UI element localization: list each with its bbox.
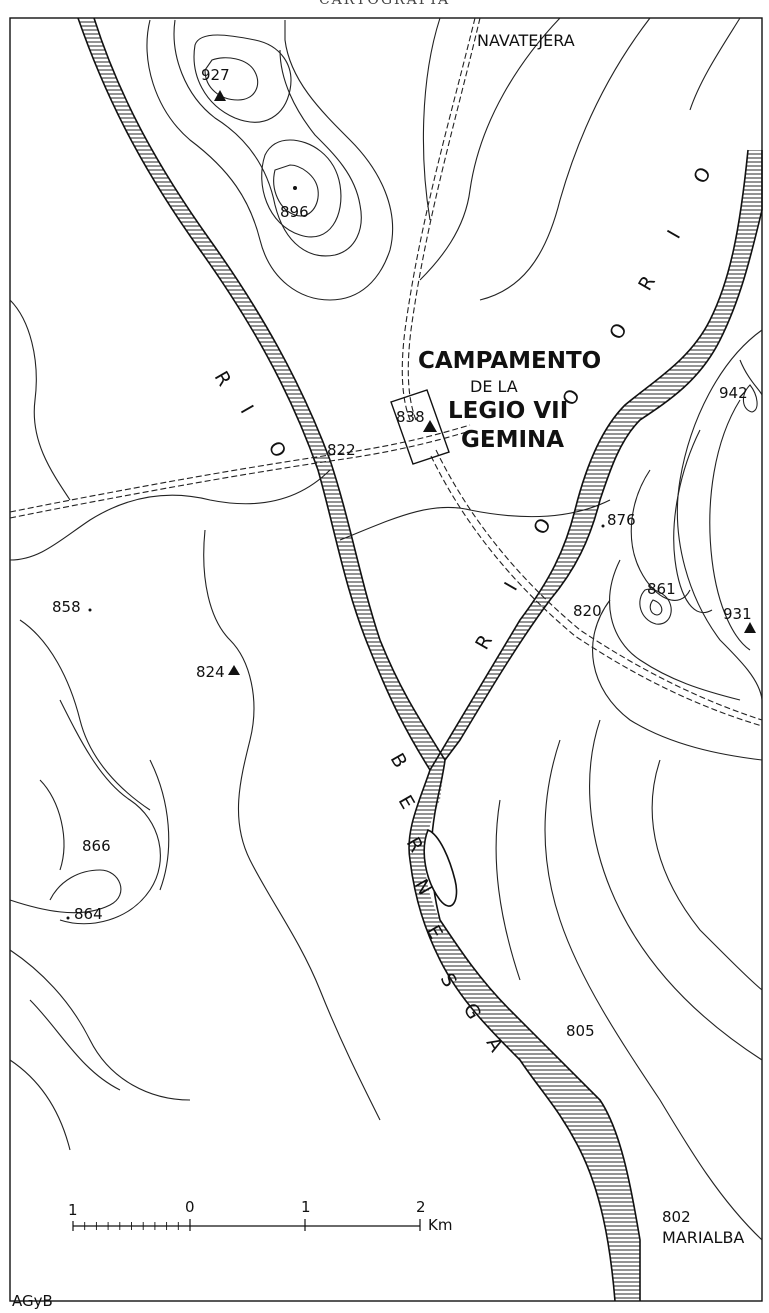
river-bernesga-letter: E — [394, 792, 419, 813]
elev-942: 942 — [719, 384, 748, 402]
elev-805: 805 — [566, 1022, 595, 1040]
elev-824: 824 — [196, 663, 225, 681]
summit-927-icon — [214, 90, 226, 101]
summit-931-icon — [744, 622, 756, 633]
spot-height-896-icon — [293, 186, 297, 190]
camp-label-line2: DE LA — [470, 377, 518, 396]
scale-tick-label: 2 — [416, 1198, 426, 1216]
river-bernesga — [77, 17, 641, 1302]
elev-927: 927 — [201, 66, 230, 84]
river-torio-letter: I — [663, 227, 685, 243]
summit-824-icon — [228, 665, 240, 675]
scale-tick-label: 1 — [68, 1201, 78, 1219]
contour-lines — [9, 17, 763, 1241]
place-navatejera: NAVATEJERA — [477, 31, 575, 50]
elev-861: 861 — [647, 580, 676, 598]
elev-866: 866 — [82, 837, 111, 855]
scale-tick-label: 0 — [185, 1198, 195, 1216]
river-torio-letter: R — [471, 631, 497, 653]
river-label-bernesga-rio: R I O — [210, 368, 291, 462]
elev-858: 858 — [52, 598, 81, 616]
triangulation-icon — [423, 420, 437, 432]
scale-tick-label: 1 — [301, 1198, 311, 1216]
roads — [9, 17, 763, 727]
spot-height-864-icon — [66, 916, 70, 920]
camp-label-line3: LEGIO VII — [448, 398, 568, 424]
river-bernesga-letter: O — [264, 438, 291, 462]
elev-838: 838 — [396, 408, 425, 426]
river-bernesga-letter: I — [236, 402, 258, 418]
camp-label-line1: CAMPAMENTO — [418, 348, 601, 374]
river-bernesga-letter: R — [210, 368, 236, 390]
river-torio — [429, 149, 763, 771]
spot-height-876-icon — [601, 524, 605, 528]
scale-unit: Km — [428, 1216, 452, 1234]
spot-height-858-icon — [88, 608, 92, 612]
river-torio-letter: O — [605, 320, 632, 344]
elev-822: 822 — [327, 441, 356, 459]
elev-802: 802 — [662, 1208, 691, 1226]
river-torio-letter: R — [634, 272, 660, 294]
camp-site — [390, 389, 450, 465]
river-bernesga-letter: A — [482, 1034, 508, 1056]
elev-896: 896 — [280, 203, 309, 221]
elev-864: 864 — [74, 905, 103, 923]
place-marialba: MARIALBA — [662, 1228, 744, 1247]
scale-bar: 1 0 1 2 Km — [68, 1198, 452, 1234]
river-bernesga-letter: B — [386, 750, 412, 772]
elev-820: 820 — [573, 602, 602, 620]
river-torio-letter: O — [689, 164, 716, 188]
river-torio-letter: I — [500, 579, 522, 595]
camp-outline — [390, 389, 450, 465]
river-torio-letter: O — [529, 515, 556, 539]
map-credit: AGyB — [12, 1292, 53, 1310]
map-frame — [9, 17, 763, 1302]
map-header: CARTOGRAFÍA — [318, 0, 451, 8]
elev-876: 876 — [607, 511, 636, 529]
camp-label-line4: GEMINA — [461, 427, 564, 453]
elev-931: 931 — [723, 605, 752, 623]
